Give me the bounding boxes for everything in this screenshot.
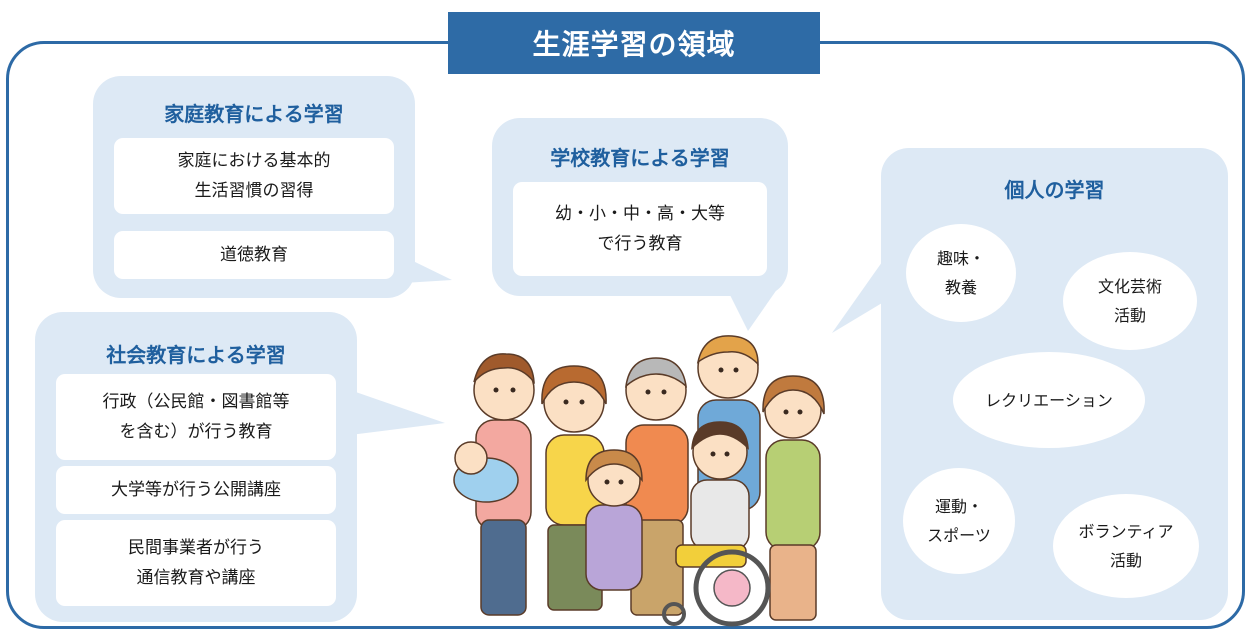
item-line: 大学等が行う公開講座 xyxy=(111,480,281,500)
personal-panel-tail xyxy=(832,255,887,333)
family-education-panel: 家庭教育による学習 家庭における基本的 生活習慣の習得 道徳教育 xyxy=(93,76,415,298)
personal-item-volunteer: ボランティア 活動 xyxy=(1053,494,1199,598)
social-education-panel: 社会教育による学習 行政（公民館・図書館等 を含む）が行う教育 大学等が行う公開… xyxy=(35,312,357,622)
item-line: 道徳教育 xyxy=(220,245,288,265)
school-education-item: 幼・小・中・高・大等 で行う教育 xyxy=(513,182,767,276)
family-education-item: 道徳教育 xyxy=(114,231,394,279)
family-illustration xyxy=(453,335,825,627)
item-line: 文化芸術 xyxy=(1097,277,1162,296)
personal-item-recreation: レクリエーション xyxy=(953,352,1145,448)
family-education-title: 家庭教育による学習 xyxy=(164,102,344,126)
diagram-title-text: 生涯学習の領域 xyxy=(532,28,736,61)
item-line: 生活習慣の習得 xyxy=(194,181,314,201)
personal-learning-title: 個人の学習 xyxy=(1004,178,1105,202)
diagram-title: 生涯学習の領域 xyxy=(448,12,820,74)
family-education-item: 家庭における基本的 生活習慣の習得 xyxy=(114,138,394,214)
item-line: 民間事業者が行う xyxy=(128,538,264,558)
personal-item-hobby: 趣味・ 教養 xyxy=(906,224,1016,322)
school-education-title: 学校教育による学習 xyxy=(550,146,730,170)
item-line: 行政（公民館・図書館等 xyxy=(102,392,290,412)
item-line: レクリエーション xyxy=(985,390,1113,410)
social-education-item: 大学等が行う公開講座 xyxy=(56,466,336,514)
item-line: 活動 xyxy=(1109,551,1142,570)
item-line: 運動・ xyxy=(934,497,983,516)
social-education-item: 行政（公民館・図書館等 を含む）が行う教育 xyxy=(56,374,336,460)
item-line: スポーツ xyxy=(927,526,991,545)
personal-item-sports: 運動・ スポーツ xyxy=(903,468,1015,574)
social-panel-tail xyxy=(350,390,445,435)
item-line: 家庭における基本的 xyxy=(177,151,331,171)
personal-item-culture: 文化芸術 活動 xyxy=(1063,252,1197,350)
item-line: ボランティア xyxy=(1078,522,1174,541)
item-line: で行う教育 xyxy=(597,234,683,254)
item-line: 趣味・ xyxy=(936,249,985,268)
item-line: 幼・小・中・高・大等 xyxy=(555,204,725,224)
social-education-item: 民間事業者が行う 通信教育や講座 xyxy=(56,520,336,606)
item-line: 活動 xyxy=(1113,306,1146,325)
item-line: 通信教育や講座 xyxy=(136,568,256,588)
social-education-title: 社会教育による学習 xyxy=(106,343,286,367)
school-panel-tail xyxy=(725,285,780,331)
personal-learning-panel: 個人の学習 趣味・ 教養 文化芸術 活動 レクリエーション 運動・ スポーツ ボ… xyxy=(881,148,1228,620)
item-line: 教養 xyxy=(944,278,977,297)
item-line: を含む）が行う教育 xyxy=(119,422,273,442)
school-education-panel: 学校教育による学習 幼・小・中・高・大等 で行う教育 xyxy=(492,118,788,296)
